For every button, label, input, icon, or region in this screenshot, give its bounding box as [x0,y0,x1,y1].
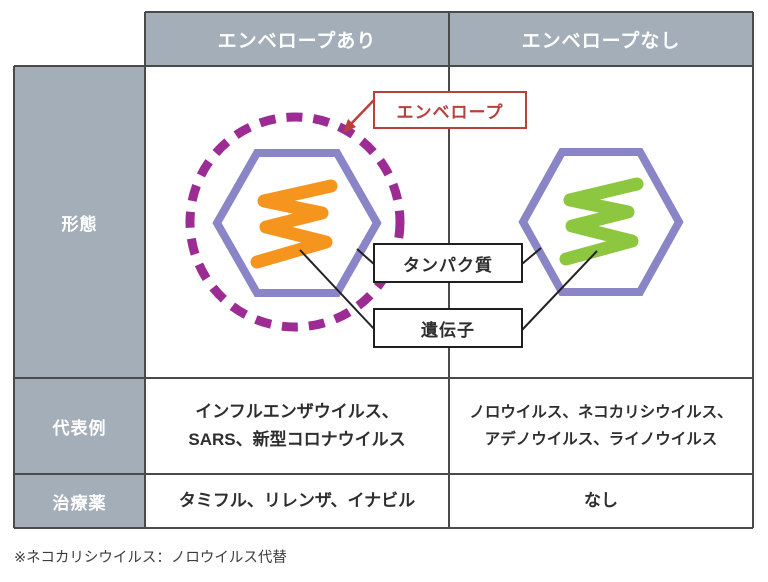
examples-non-enveloped-line1: ノロウイルス、ネコカリシウイルス、 [469,404,733,421]
examples-enveloped-line2: SARS、新型コロナウイルス [188,430,406,449]
examples-enveloped-line1: インフルエンザウイルス、 [195,402,399,421]
gene-callout-box: 遺伝子 [373,308,523,348]
row-header-examples: 代表例 [52,418,107,438]
callout-connector-lines [299,247,598,331]
enveloped-genome-zigzag [250,179,338,269]
envelope-arrowhead [343,119,356,133]
non-enveloped-genome-zigzag [559,177,644,266]
treatment-enveloped-cell: タミフル、リレンザ、イナビル [178,491,416,510]
row-header-morphology: 形態 [61,214,98,234]
envelope-arrow-line [348,99,375,127]
examples-enveloped-cell: インフルエンザウイルス、 SARS、新型コロナウイルス [145,378,449,474]
footnote: ※ネコカリシウイルス：ノロウイルス代替 [14,550,287,566]
table-grid-lines [13,11,754,529]
treatment-non-enveloped-cell: なし [584,491,618,510]
column-header-enveloped: エンベロープあり [217,30,377,52]
column-header-non-enveloped: エンベロープなし [521,30,681,52]
gray-cell-backgrounds [14,12,753,528]
row-header-treatment: 治療薬 [52,493,107,513]
examples-non-enveloped-line2: アデノウイルス、ライノウイルス [484,431,718,448]
protein-callout-box: タンパク質 [373,243,523,283]
examples-non-enveloped-cell: ノロウイルス、ネコカリシウイルス、 アデノウイルス、ライノウイルス [449,378,753,474]
envelope-callout-box: エンベロープ [373,91,527,129]
envelope-membrane-circle [185,112,405,332]
